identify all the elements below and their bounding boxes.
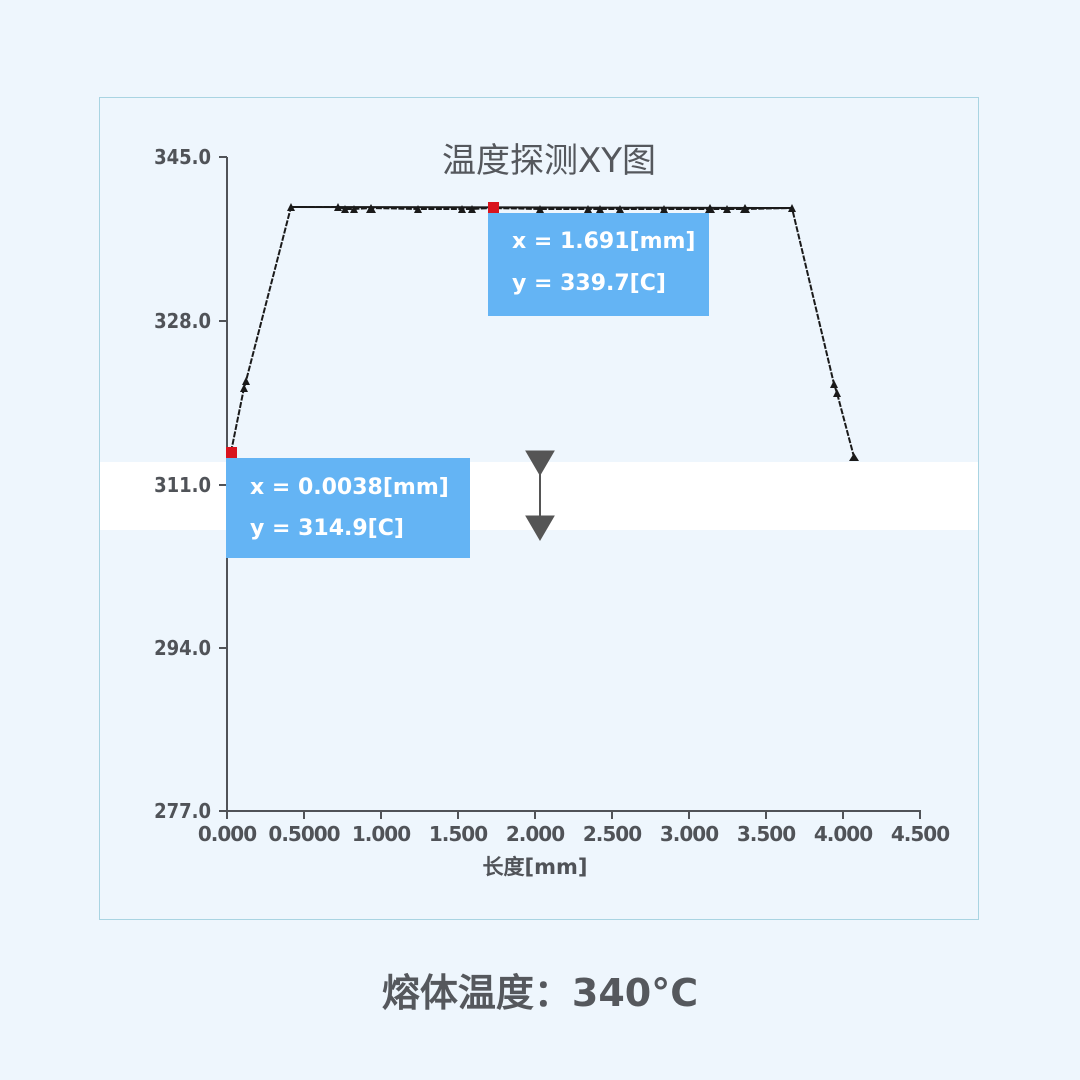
tooltip-y-value: y = 339.7[C]	[512, 271, 666, 296]
x-tick-label: 3.500	[736, 822, 796, 846]
x-tick-label: 1.500	[428, 822, 488, 846]
chart-title: 温度探测XY图	[442, 141, 657, 181]
x-tick-label: 4.000	[813, 822, 873, 846]
data-point-markers	[240, 203, 859, 461]
melt-temperature-caption: 熔体温度：340°C	[381, 971, 699, 1015]
y-tick-label: 294.0	[154, 636, 211, 660]
x-tick-label: 2.000	[505, 822, 565, 846]
tooltip-x-value: x = 0.0038[mm]	[250, 475, 449, 500]
x-axis-label: 长度[mm]	[482, 855, 588, 879]
tooltip-x-value: x = 1.691[mm]	[512, 229, 696, 254]
selected-point-marker-top[interactable]	[488, 202, 499, 213]
tooltip-y-value: y = 314.9[C]	[250, 516, 404, 541]
tooltip-top: x = 1.691[mm] y = 339.7[C]	[488, 213, 709, 316]
x-tick-label: 0.5000	[268, 822, 340, 846]
y-tick-label: 277.0	[154, 799, 211, 823]
x-tick-label: 3.000	[659, 822, 719, 846]
y-tick-label: 345.0	[154, 145, 211, 169]
y-tick-label: 311.0	[154, 473, 211, 497]
tooltip-bottom: x = 0.0038[mm] y = 314.9[C]	[226, 458, 470, 558]
x-axis	[226, 810, 921, 819]
x-tick-label: 2.500	[582, 822, 642, 846]
y-tick-label: 328.0	[154, 309, 211, 333]
x-tick-label: 4.500	[890, 822, 950, 846]
x-tick-label: 1.000	[351, 822, 411, 846]
double-down-triangle-arrows-icon[interactable]	[525, 450, 555, 541]
selected-point-marker-start[interactable]	[226, 447, 237, 458]
x-tick-label: 0.000	[197, 822, 257, 846]
